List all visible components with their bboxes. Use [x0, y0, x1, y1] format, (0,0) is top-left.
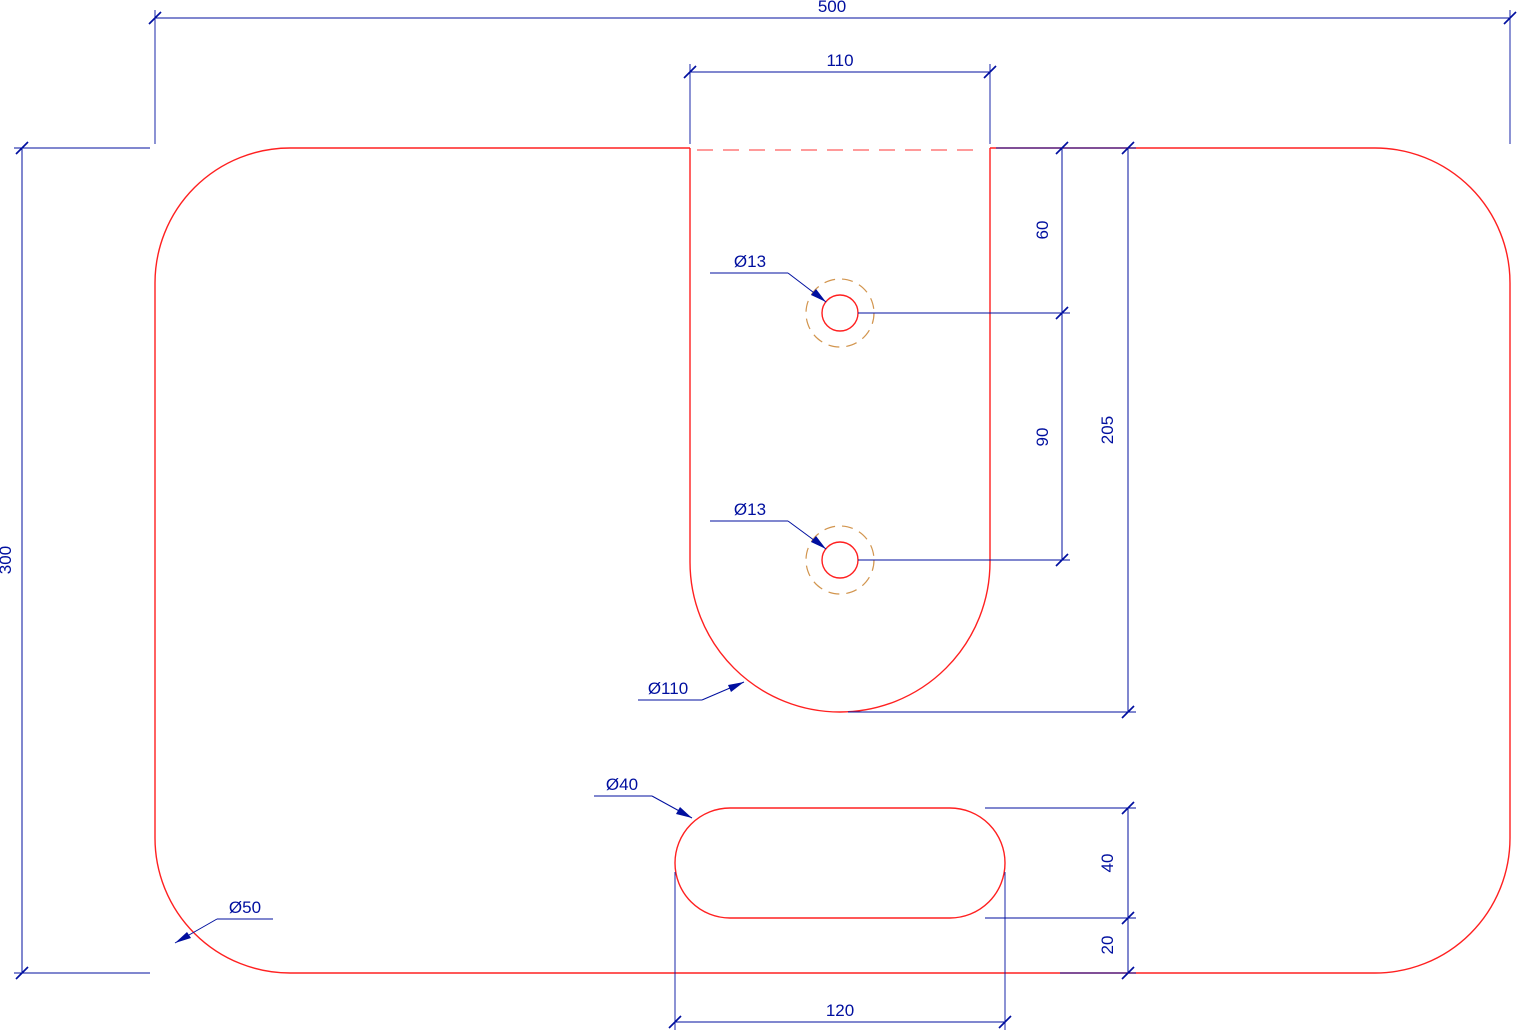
leader-arrowhead — [676, 807, 692, 818]
tick-mark — [983, 65, 997, 79]
tick-mark — [998, 1015, 1012, 1029]
dimension-value: 110 — [826, 51, 853, 70]
leader-text: Ø110 — [648, 679, 688, 698]
leader-arrowhead — [811, 536, 826, 549]
leader-text: Ø50 — [229, 898, 261, 917]
leader-text: Ø13 — [734, 500, 766, 519]
dim-overall-height: 300 — [0, 141, 150, 980]
dim-obround-vertical: 40 20 — [985, 801, 1136, 980]
leader-slot-arc: Ø110 — [638, 679, 745, 701]
tick-mark — [15, 966, 29, 980]
leader-text: Ø40 — [606, 775, 638, 794]
u-slot-outline — [689, 148, 991, 713]
tick-mark — [1121, 705, 1135, 719]
tick-mark — [1121, 141, 1135, 155]
part-geometry — [154, 147, 1511, 974]
tick-mark — [1055, 141, 1069, 155]
tick-mark — [1055, 306, 1069, 320]
hole-1 — [821, 294, 859, 332]
tick-mark — [1121, 801, 1135, 815]
tick-mark — [1055, 553, 1069, 567]
leader-hole-1: Ø13 — [710, 252, 827, 303]
leader-arrowhead — [728, 682, 744, 692]
dim-slot-width: 110 — [683, 51, 997, 144]
dimension-value: 500 — [818, 0, 846, 16]
tick-mark — [148, 11, 162, 25]
tick-mark — [668, 1015, 682, 1029]
leader-arrowhead — [175, 932, 191, 943]
dim-hole-positions: 60 90 — [858, 141, 1136, 567]
dimension-value: 300 — [0, 546, 15, 574]
dimension-value: 205 — [1098, 416, 1117, 444]
dimension-value: 90 — [1033, 428, 1052, 447]
tick-mark — [1503, 11, 1517, 25]
leader-hole-2: Ø13 — [710, 500, 827, 550]
dim-overall-width: 500 — [148, 0, 1517, 144]
tick-mark — [15, 141, 29, 155]
tick-mark — [1121, 966, 1135, 980]
hole-2 — [821, 541, 859, 579]
obround-slot-outline — [674, 807, 1006, 919]
tick-mark — [1121, 911, 1135, 925]
dimension-value: 40 — [1098, 854, 1117, 873]
dimension-value: 60 — [1033, 221, 1052, 240]
dim-slot-depth: 205 — [848, 141, 1136, 719]
dim-obround-length: 120 — [668, 872, 1012, 1030]
leader-arrowhead — [811, 289, 826, 302]
leader-corner-radius: Ø50 — [174, 898, 273, 944]
leader-obround: Ø40 — [594, 775, 693, 819]
tick-mark — [683, 65, 697, 79]
dimension-value: 120 — [826, 1001, 854, 1020]
plate-outline — [154, 147, 1511, 974]
leader-text: Ø13 — [734, 252, 766, 271]
dimension-value: 20 — [1098, 936, 1117, 955]
